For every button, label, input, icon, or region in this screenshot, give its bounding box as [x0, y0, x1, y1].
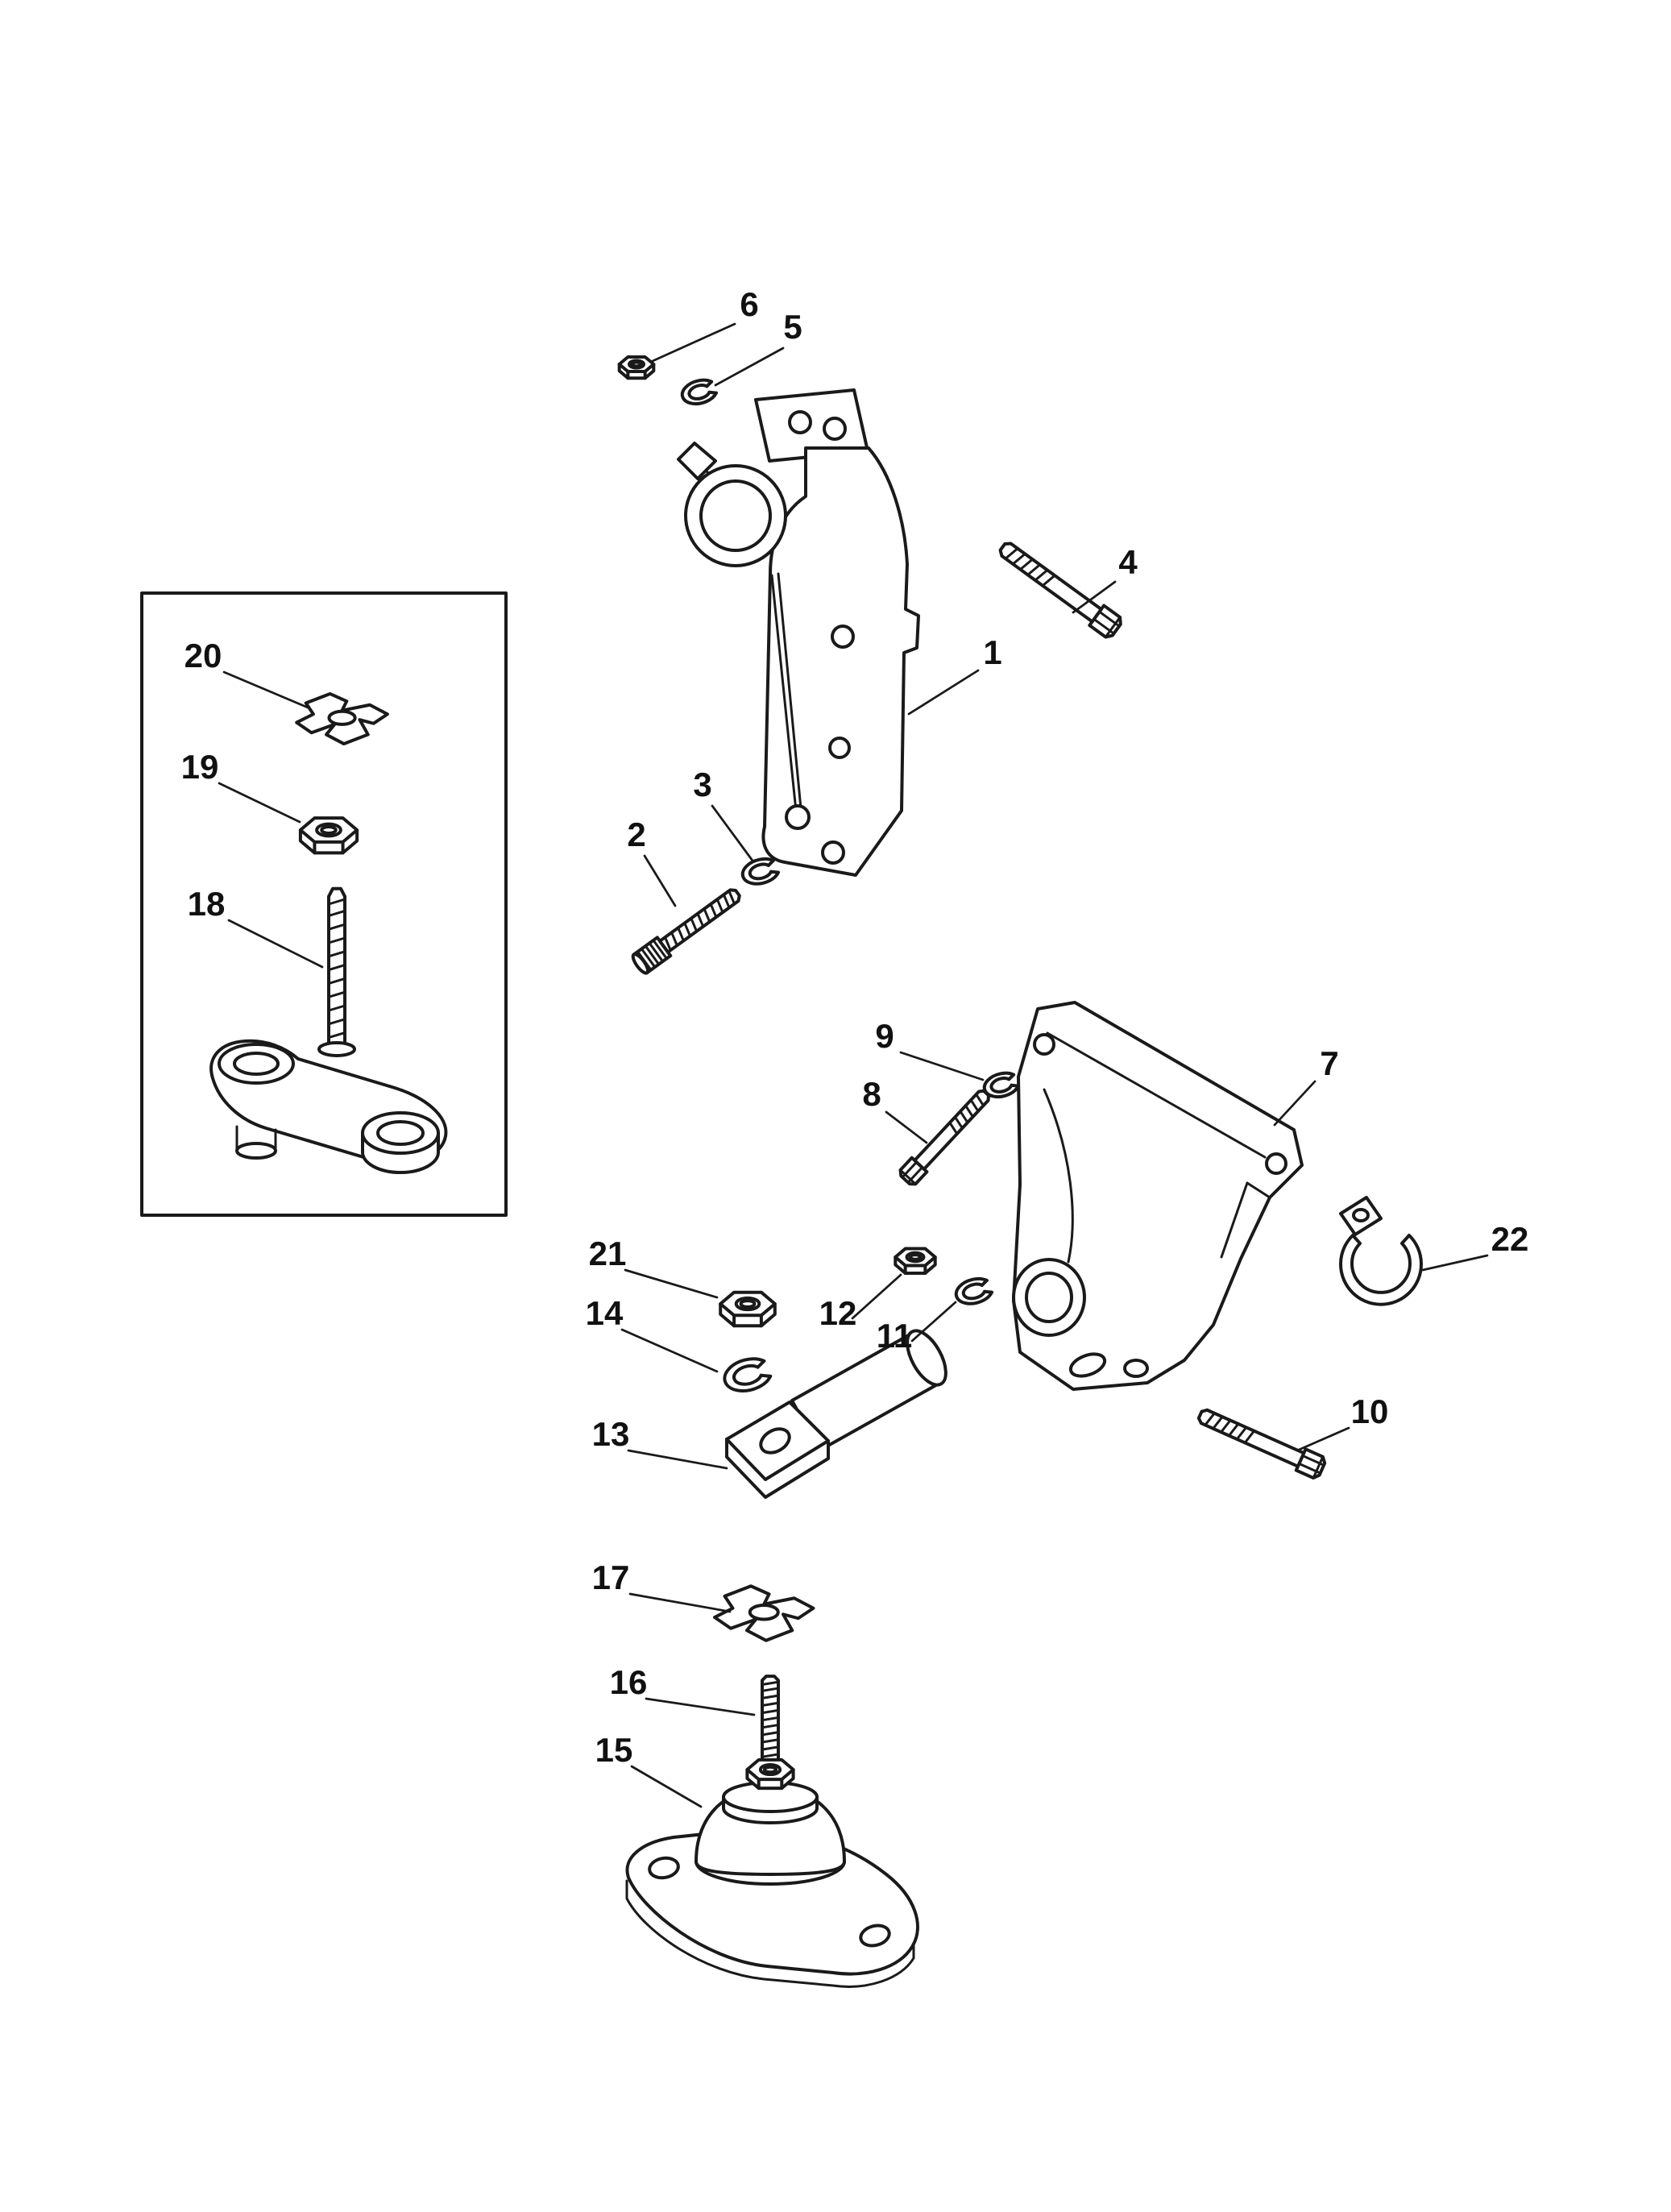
part-12-hex-nut — [894, 1247, 937, 1275]
cap-screw-shape — [631, 884, 744, 975]
part-19-hex-nut — [301, 818, 357, 853]
callout-9: 9 — [875, 1017, 894, 1055]
hex-bolt-shape — [896, 1085, 995, 1189]
callout-12: 12 — [819, 1294, 857, 1332]
part-15-lower-mount — [627, 1782, 918, 1986]
callout-13: 13 — [592, 1415, 630, 1453]
callout-2: 2 — [627, 815, 645, 853]
callout-16: 16 — [610, 1663, 648, 1701]
part-11-lock-washer — [953, 1276, 993, 1308]
callout-19: 19 — [181, 748, 219, 786]
callout-21: 21 — [589, 1235, 627, 1272]
callout-labels: 1 2 3 4 5 6 7 8 9 10 11 12 13 14 15 16 1… — [181, 285, 1529, 1769]
callout-3: 3 — [693, 766, 711, 803]
part-18-mount-link — [211, 889, 446, 1172]
part-6-hex-nut — [618, 355, 655, 380]
stud-shape — [761, 1675, 780, 1765]
hex-nut-shape — [747, 1760, 793, 1788]
lock-washer-shape — [678, 375, 719, 409]
callout-1: 1 — [983, 633, 1001, 671]
hex-bolt-shape — [1193, 1402, 1329, 1482]
callout-22: 22 — [1491, 1220, 1529, 1258]
callout-5: 5 — [783, 308, 802, 346]
part-13-spacer-link — [727, 1325, 954, 1497]
part-5-lock-washer — [678, 375, 719, 409]
part-16-threaded-stud — [761, 1675, 780, 1765]
part-20-tab-washer — [296, 694, 388, 744]
callout-10: 10 — [1351, 1392, 1389, 1430]
callout-11: 11 — [877, 1317, 912, 1355]
hex-nut-shape — [894, 1247, 937, 1275]
part-15-mount-nut — [747, 1760, 793, 1788]
hex-nut-shape — [618, 355, 655, 380]
inset-box — [142, 593, 506, 1215]
callout-8: 8 — [862, 1075, 881, 1113]
part-1-engine-mount-bracket — [678, 390, 918, 875]
hex-nut-shape — [720, 1293, 775, 1326]
part-14-lock-washer — [721, 1355, 773, 1396]
tab-washer-shape — [296, 694, 388, 744]
callout-17: 17 — [592, 1558, 630, 1596]
part-17-tab-washer — [715, 1586, 814, 1641]
callout-18: 18 — [188, 885, 226, 923]
tab-washer-shape — [715, 1586, 814, 1641]
callout-4: 4 — [1118, 543, 1138, 581]
part-8-hex-bolt — [896, 1085, 995, 1189]
lock-washer-shape — [953, 1276, 993, 1308]
part-2-cap-screw — [631, 884, 744, 975]
callout-7: 7 — [1320, 1044, 1338, 1082]
part-21-hex-nut — [720, 1293, 775, 1326]
callout-20: 20 — [185, 637, 222, 674]
callout-14: 14 — [586, 1294, 624, 1332]
hex-nut-shape — [301, 818, 357, 853]
lock-washer-shape — [721, 1355, 773, 1396]
part-22-cable-clamp — [1341, 1197, 1421, 1305]
callout-6: 6 — [740, 285, 758, 323]
stud-shape — [329, 889, 345, 1049]
callout-15: 15 — [595, 1731, 633, 1769]
lock-washer-shape — [740, 856, 780, 888]
leader-lines — [219, 324, 1487, 1807]
part-3-lock-washer — [740, 856, 780, 888]
part-10-hex-bolt — [1193, 1402, 1329, 1482]
part-7-mount-bracket — [1014, 1002, 1302, 1389]
